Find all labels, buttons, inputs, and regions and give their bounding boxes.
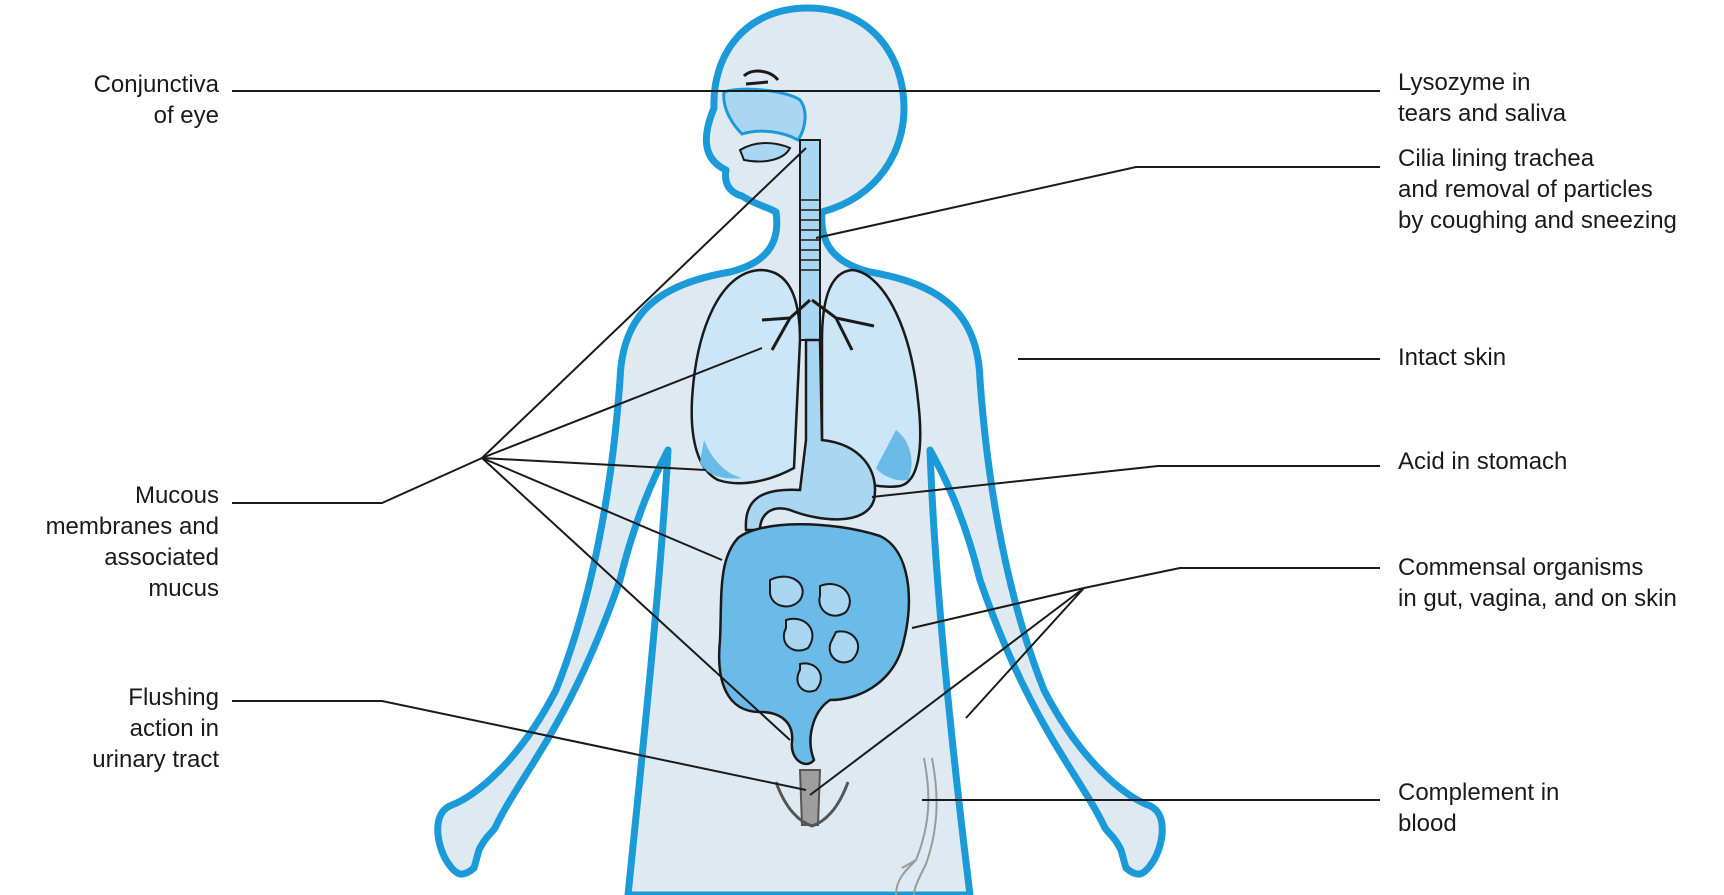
label-line: associated xyxy=(46,542,219,573)
label-complement: Complement in blood xyxy=(1398,777,1559,839)
label-line: Commensal organisms xyxy=(1398,552,1677,583)
label-line: Intact skin xyxy=(1398,342,1506,373)
label-line: mucus xyxy=(46,573,219,604)
label-line: Lysozyme in xyxy=(1398,67,1566,98)
label-line: and removal of particles xyxy=(1398,174,1677,205)
label-cilia: Cilia lining trachea and removal of part… xyxy=(1398,143,1677,236)
label-intact-skin: Intact skin xyxy=(1398,342,1506,373)
label-commensal-organisms: Commensal organisms in gut, vagina, and … xyxy=(1398,552,1677,614)
leader-commensal-2 xyxy=(966,588,1084,718)
label-line: blood xyxy=(1398,808,1559,839)
label-line: action in xyxy=(92,713,219,744)
label-conjunctiva: Conjunctiva of eye xyxy=(94,69,219,131)
leader-commensal-4 xyxy=(1084,568,1380,588)
label-flushing-action: Flushing action in urinary tract xyxy=(92,682,219,775)
label-line: by coughing and sneezing xyxy=(1398,205,1677,236)
label-line: Conjunctiva xyxy=(94,69,219,100)
label-line: of eye xyxy=(94,100,219,131)
label-acid-in-stomach: Acid in stomach xyxy=(1398,446,1567,477)
label-line: urinary tract xyxy=(92,744,219,775)
label-line: Cilia lining trachea xyxy=(1398,143,1677,174)
label-line: Complement in xyxy=(1398,777,1559,808)
leader-mucous-base xyxy=(232,458,482,503)
label-mucous-membranes: Mucous membranes and associated mucus xyxy=(46,480,219,604)
leader-cilia xyxy=(816,167,1380,238)
label-lysozyme: Lysozyme in tears and saliva xyxy=(1398,67,1566,129)
label-line: Flushing xyxy=(92,682,219,713)
label-line: membranes and xyxy=(46,511,219,542)
label-line: Acid in stomach xyxy=(1398,446,1567,477)
urinary-tract xyxy=(800,770,820,825)
label-line: Mucous xyxy=(46,480,219,511)
label-line: in gut, vagina, and on skin xyxy=(1398,583,1677,614)
label-line: tears and saliva xyxy=(1398,98,1566,129)
